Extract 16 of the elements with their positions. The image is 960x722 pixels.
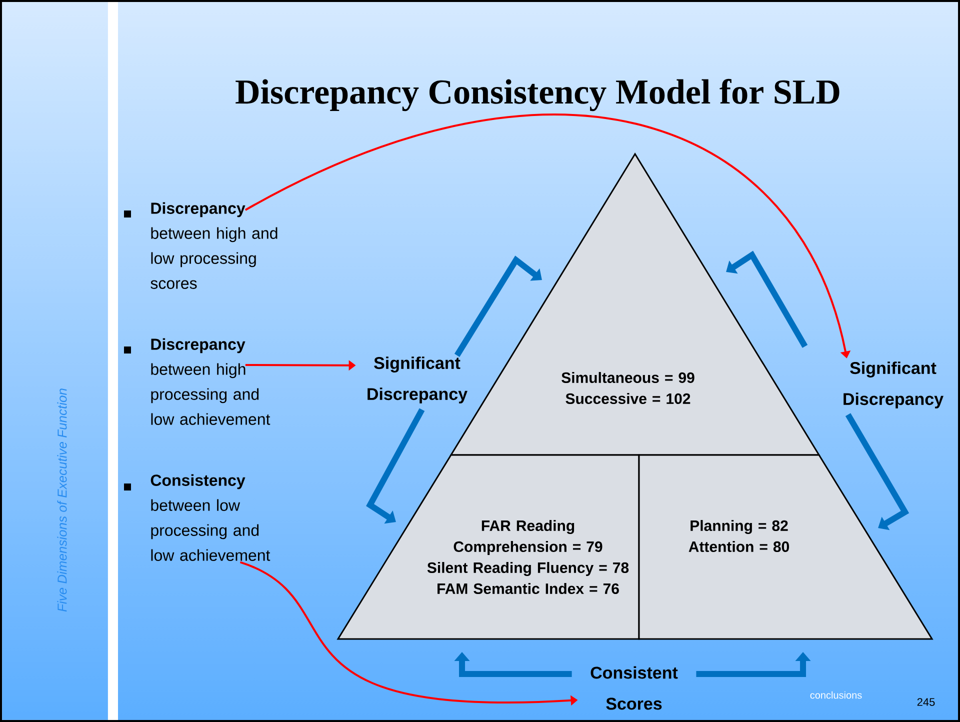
score-text: FAR Reading Comprehension = 79 Silent Reading Fluency = 78 FAM Semantic Index = 76 — [427, 520, 629, 594]
bullet-text: Discrepancy between high and low processing scores — [150, 202, 278, 289]
footer-label: conclusions — [810, 691, 862, 699]
bullet-text: Discrepancy between high processing and low achievement — [151, 338, 270, 425]
callout-text: Consistent Scores — [590, 666, 678, 710]
slide-title: Discrepancy Consistency Model for SLD — [236, 78, 840, 112]
sidebar-label: Five Dimensions of Executive Function — [57, 388, 67, 612]
callout-text: Significant Discrepancy — [844, 362, 944, 408]
score-text: Planning = 82 Attention = 80 — [688, 520, 789, 552]
bullet-text: Consistency between low processing and low achievement — [150, 474, 270, 561]
block-arrow — [726, 250, 808, 348]
page-number: 245 — [917, 698, 935, 706]
block-arrow — [845, 413, 910, 530]
block-arrow — [454, 256, 542, 357]
callout-text: Significant Discrepancy — [368, 356, 468, 404]
score-text: Simultaneous = 99 Successive = 102 — [562, 372, 694, 404]
